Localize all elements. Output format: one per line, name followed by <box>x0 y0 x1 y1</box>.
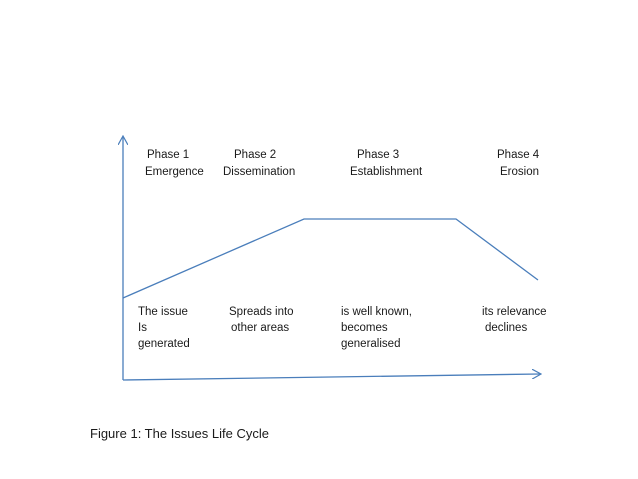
description-3-line-1: is well known, <box>341 306 412 318</box>
phase-2-number: Phase 2 <box>234 149 277 161</box>
description-1-line-1: The issue <box>138 306 188 318</box>
phase-1-number: Phase 1 <box>147 149 190 161</box>
life-cycle-curve <box>122 218 539 299</box>
description-2: Spreads into other areas <box>229 304 294 336</box>
description-3-line-2: becomes <box>341 322 388 334</box>
phase-4-name: Erosion <box>500 166 539 178</box>
description-4-line-2: declines <box>485 322 528 334</box>
description-4-line-1: its relevance <box>482 306 547 318</box>
phase-3-name: Establishment <box>350 166 423 178</box>
description-2-line-2: other areas <box>231 322 290 334</box>
figure-caption: Figure 1: The Issues Life Cycle <box>90 426 269 441</box>
description-1-line-3: generated <box>138 338 190 350</box>
description-2-line-1: Spreads into <box>229 306 294 318</box>
description-3: is well known, becomes generalised <box>341 304 412 352</box>
phase-3-number: Phase 3 <box>357 149 400 161</box>
description-4: its relevance declines <box>482 304 547 336</box>
phase-4-number: Phase 4 <box>497 149 540 161</box>
phase-2-name: Dissemination <box>223 166 296 178</box>
phase-1-name: Emergence <box>145 166 204 178</box>
description-3-line-3: generalised <box>341 338 401 350</box>
description-1: The issue Is generated <box>138 304 190 352</box>
description-1-line-2: Is <box>138 322 147 334</box>
x-axis <box>122 374 540 381</box>
